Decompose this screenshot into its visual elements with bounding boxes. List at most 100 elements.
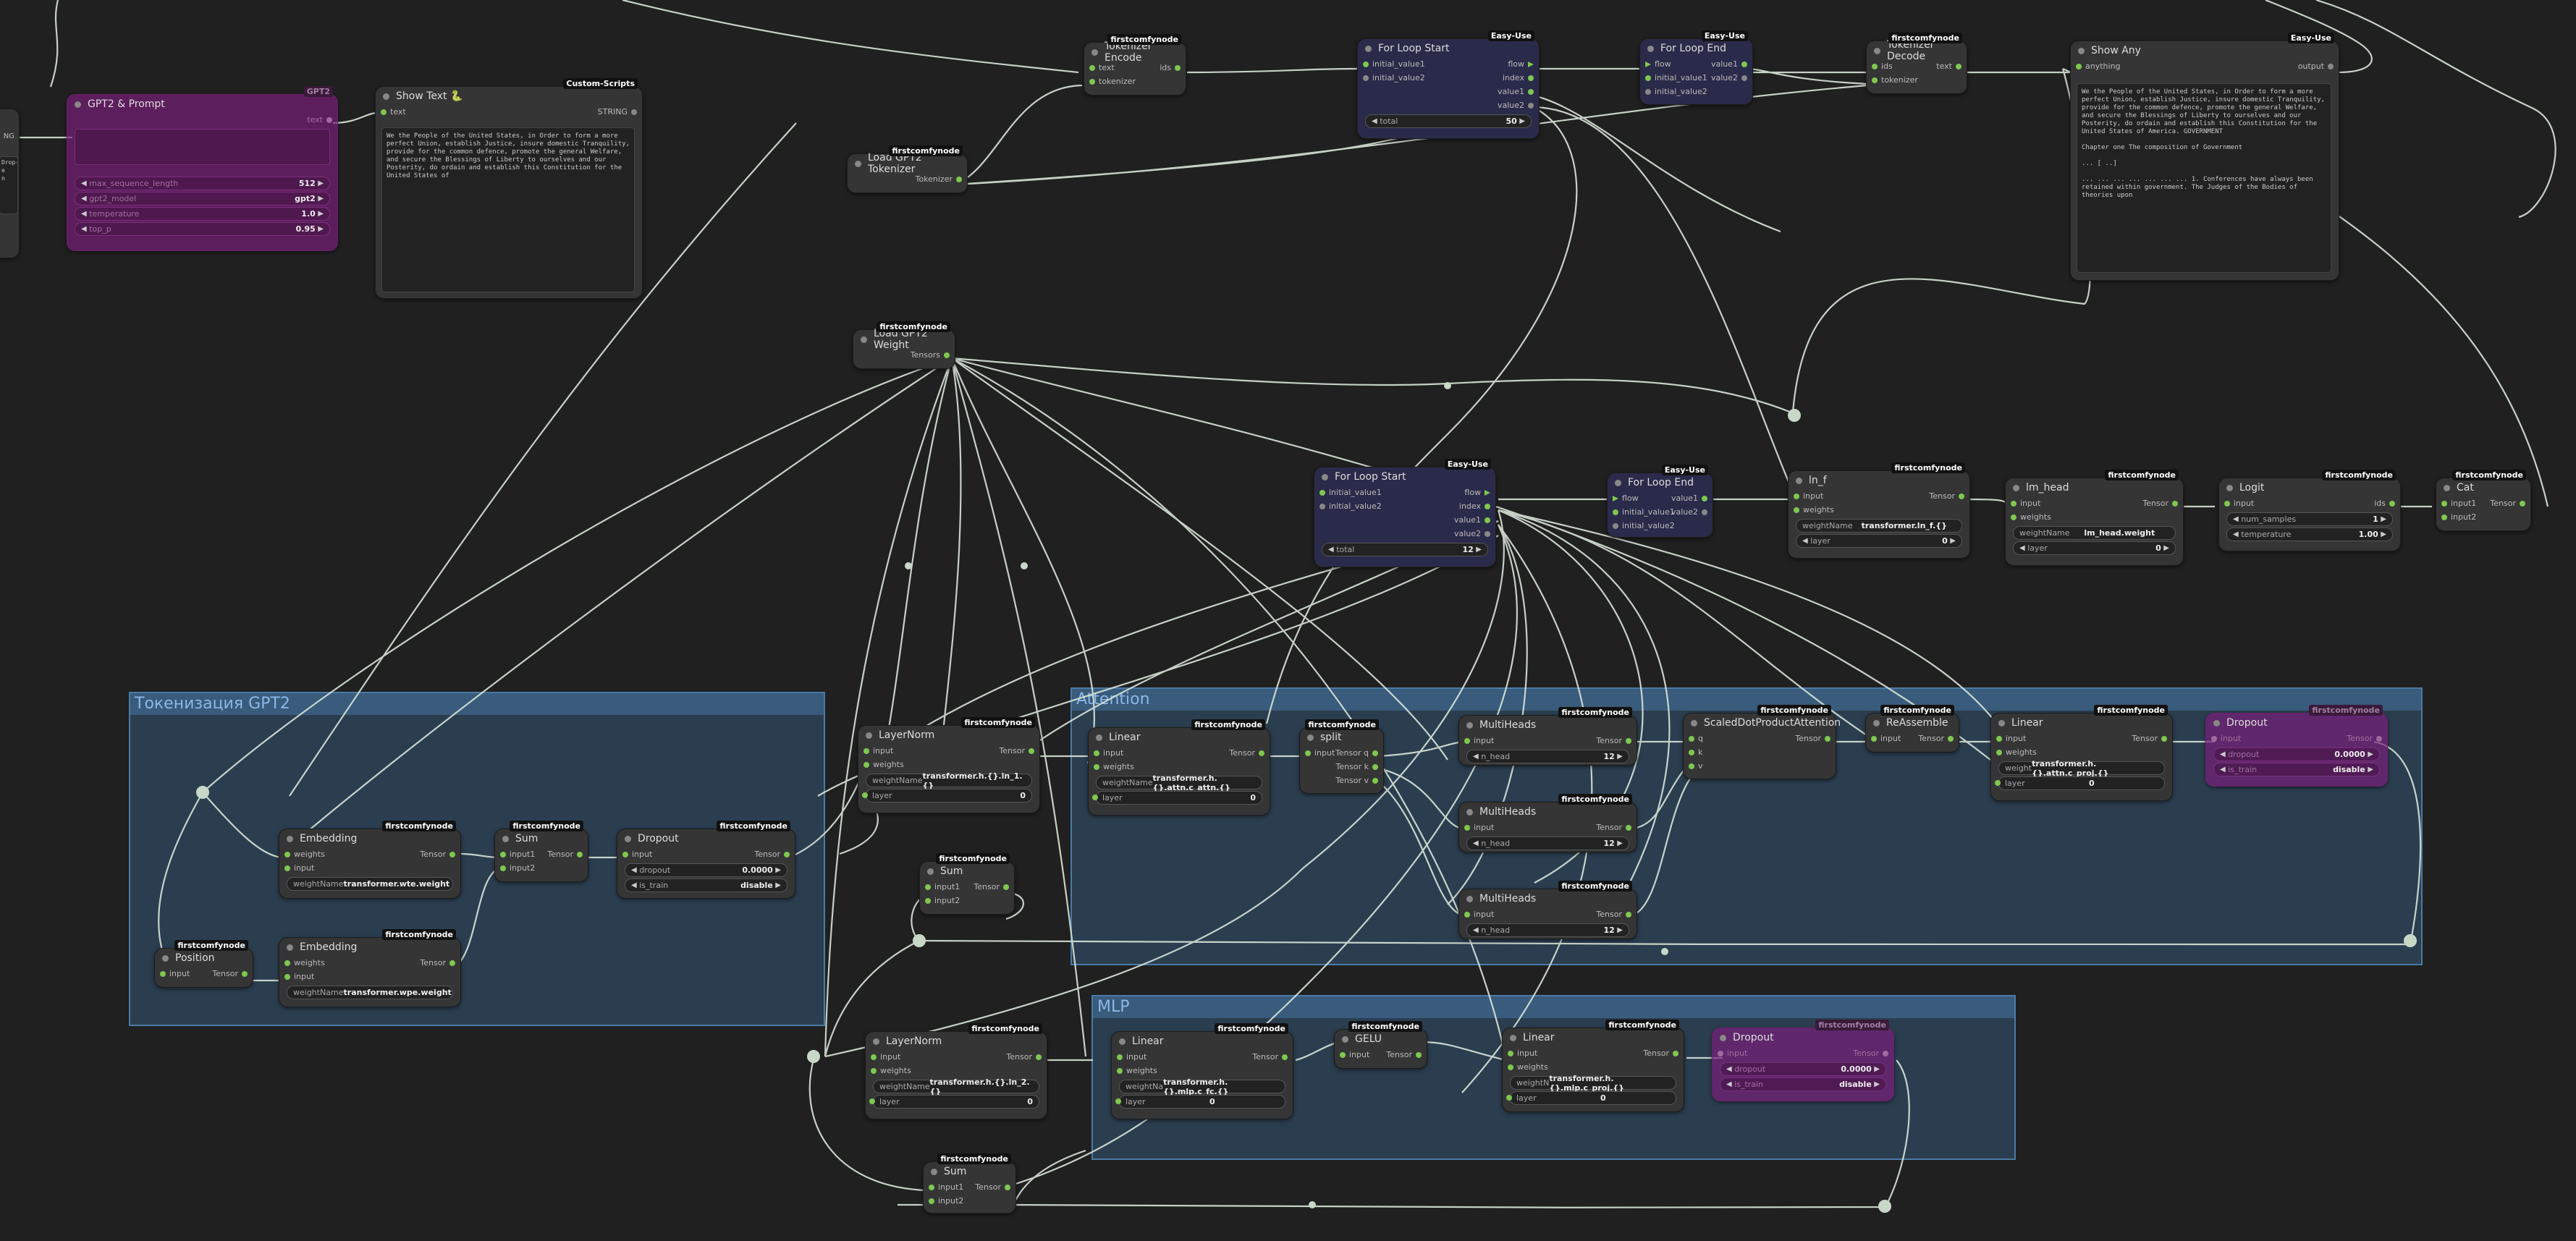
input-port[interactable] [284,852,290,857]
collapse-dot-icon[interactable] [1322,473,1328,480]
output-port[interactable] [956,177,962,182]
reroute-dot[interactable] [2404,934,2417,947]
node-header[interactable]: Sum [495,829,588,848]
node-header[interactable]: MultiHeads [1459,889,1637,908]
output-port[interactable] [1036,1054,1042,1060]
node-header[interactable]: Dropout [1713,1028,1893,1047]
output-port[interactable] [1485,504,1490,509]
reroute-dot[interactable] [905,562,912,569]
input-port[interactable] [500,852,506,857]
collapse-dot-icon[interactable] [1874,47,1880,54]
input-port[interactable] [1689,750,1694,755]
input-port[interactable] [1794,494,1799,499]
output-port[interactable] [2376,736,2382,742]
input-port[interactable] [1689,736,1694,742]
node-header[interactable]: Tokenizer Decode [1867,39,1967,62]
output-port[interactable] [1825,736,1830,742]
collapse-dot-icon[interactable] [1365,45,1372,52]
input-port[interactable] [2011,501,2017,507]
output-port[interactable] [326,117,332,123]
node-header[interactable]: GELU [1335,1030,1427,1049]
node-partial-left[interactable]: NG Drop- e n [0,109,20,258]
input-port[interactable] [1089,79,1095,85]
input-port[interactable] [1117,1068,1123,1074]
output-port[interactable] [449,960,455,966]
collapse-dot-icon[interactable] [2013,484,2019,491]
flow-port[interactable] [1528,62,1534,67]
output-port[interactable] [1372,778,1378,784]
input-port[interactable] [1508,1064,1513,1070]
node-header[interactable]: Show Text 🐍 [376,87,642,106]
input-port[interactable] [863,762,869,768]
reroute-dot[interactable] [913,934,926,947]
output-port[interactable] [1741,75,1747,81]
collapse-dot-icon[interactable] [866,732,872,739]
show-text-textarea[interactable]: We the People of the United States, in O… [381,127,635,292]
node-gpt2-prompt[interactable]: GPT2 GPT2 & Prompt text ◀ max_sequence_l… [67,86,338,251]
node-header[interactable]: LayerNorm [866,1032,1047,1051]
input-port[interactable] [381,109,387,115]
collapse-dot-icon[interactable] [162,954,169,962]
input-port[interactable] [929,1185,934,1190]
input-port[interactable] [2441,501,2447,507]
input-port[interactable] [1340,1052,1346,1058]
input-port[interactable] [1464,738,1470,744]
output-port[interactable] [1372,764,1378,770]
collapse-dot-icon[interactable] [383,93,389,100]
node-header[interactable]: ScaledDotProductAttention [1684,713,1841,732]
collapse-dot-icon[interactable] [1510,1034,1516,1041]
output-port[interactable] [1416,1052,1422,1058]
collapse-dot-icon[interactable] [931,1168,937,1175]
input-port[interactable] [2211,736,2217,742]
input-port[interactable] [1089,65,1095,71]
input-port[interactable] [1613,509,1618,515]
output-port[interactable] [1282,1054,1288,1060]
collapse-dot-icon[interactable] [1998,719,2005,727]
output-port[interactable] [1673,1051,1678,1056]
collapse-dot-icon[interactable] [2226,484,2233,491]
input-port[interactable] [284,960,290,966]
output-port[interactable] [1029,748,1034,754]
output-port[interactable] [1948,736,1954,742]
flow-port[interactable] [1485,490,1490,496]
collapse-dot-icon[interactable] [287,835,293,842]
output-port[interactable] [1959,494,1964,499]
output-port[interactable] [1956,64,1961,69]
node-header[interactable]: For Loop End [1608,473,1713,492]
node-header[interactable]: Linear [1991,713,2172,732]
node-header[interactable]: Linear [1112,1032,1293,1051]
flow-port[interactable] [1613,496,1618,501]
output-port[interactable] [449,852,455,857]
node-header[interactable]: Dropout [2206,713,2387,732]
input-port[interactable] [925,898,931,904]
collapse-dot-icon[interactable] [873,1038,879,1045]
output-port[interactable] [1528,89,1534,95]
reroute-dot[interactable] [1661,948,1668,955]
output-port[interactable] [1485,531,1490,537]
collapse-dot-icon[interactable] [2444,484,2450,491]
collapse-dot-icon[interactable] [625,835,631,842]
collapse-dot-icon[interactable] [1466,808,1473,816]
